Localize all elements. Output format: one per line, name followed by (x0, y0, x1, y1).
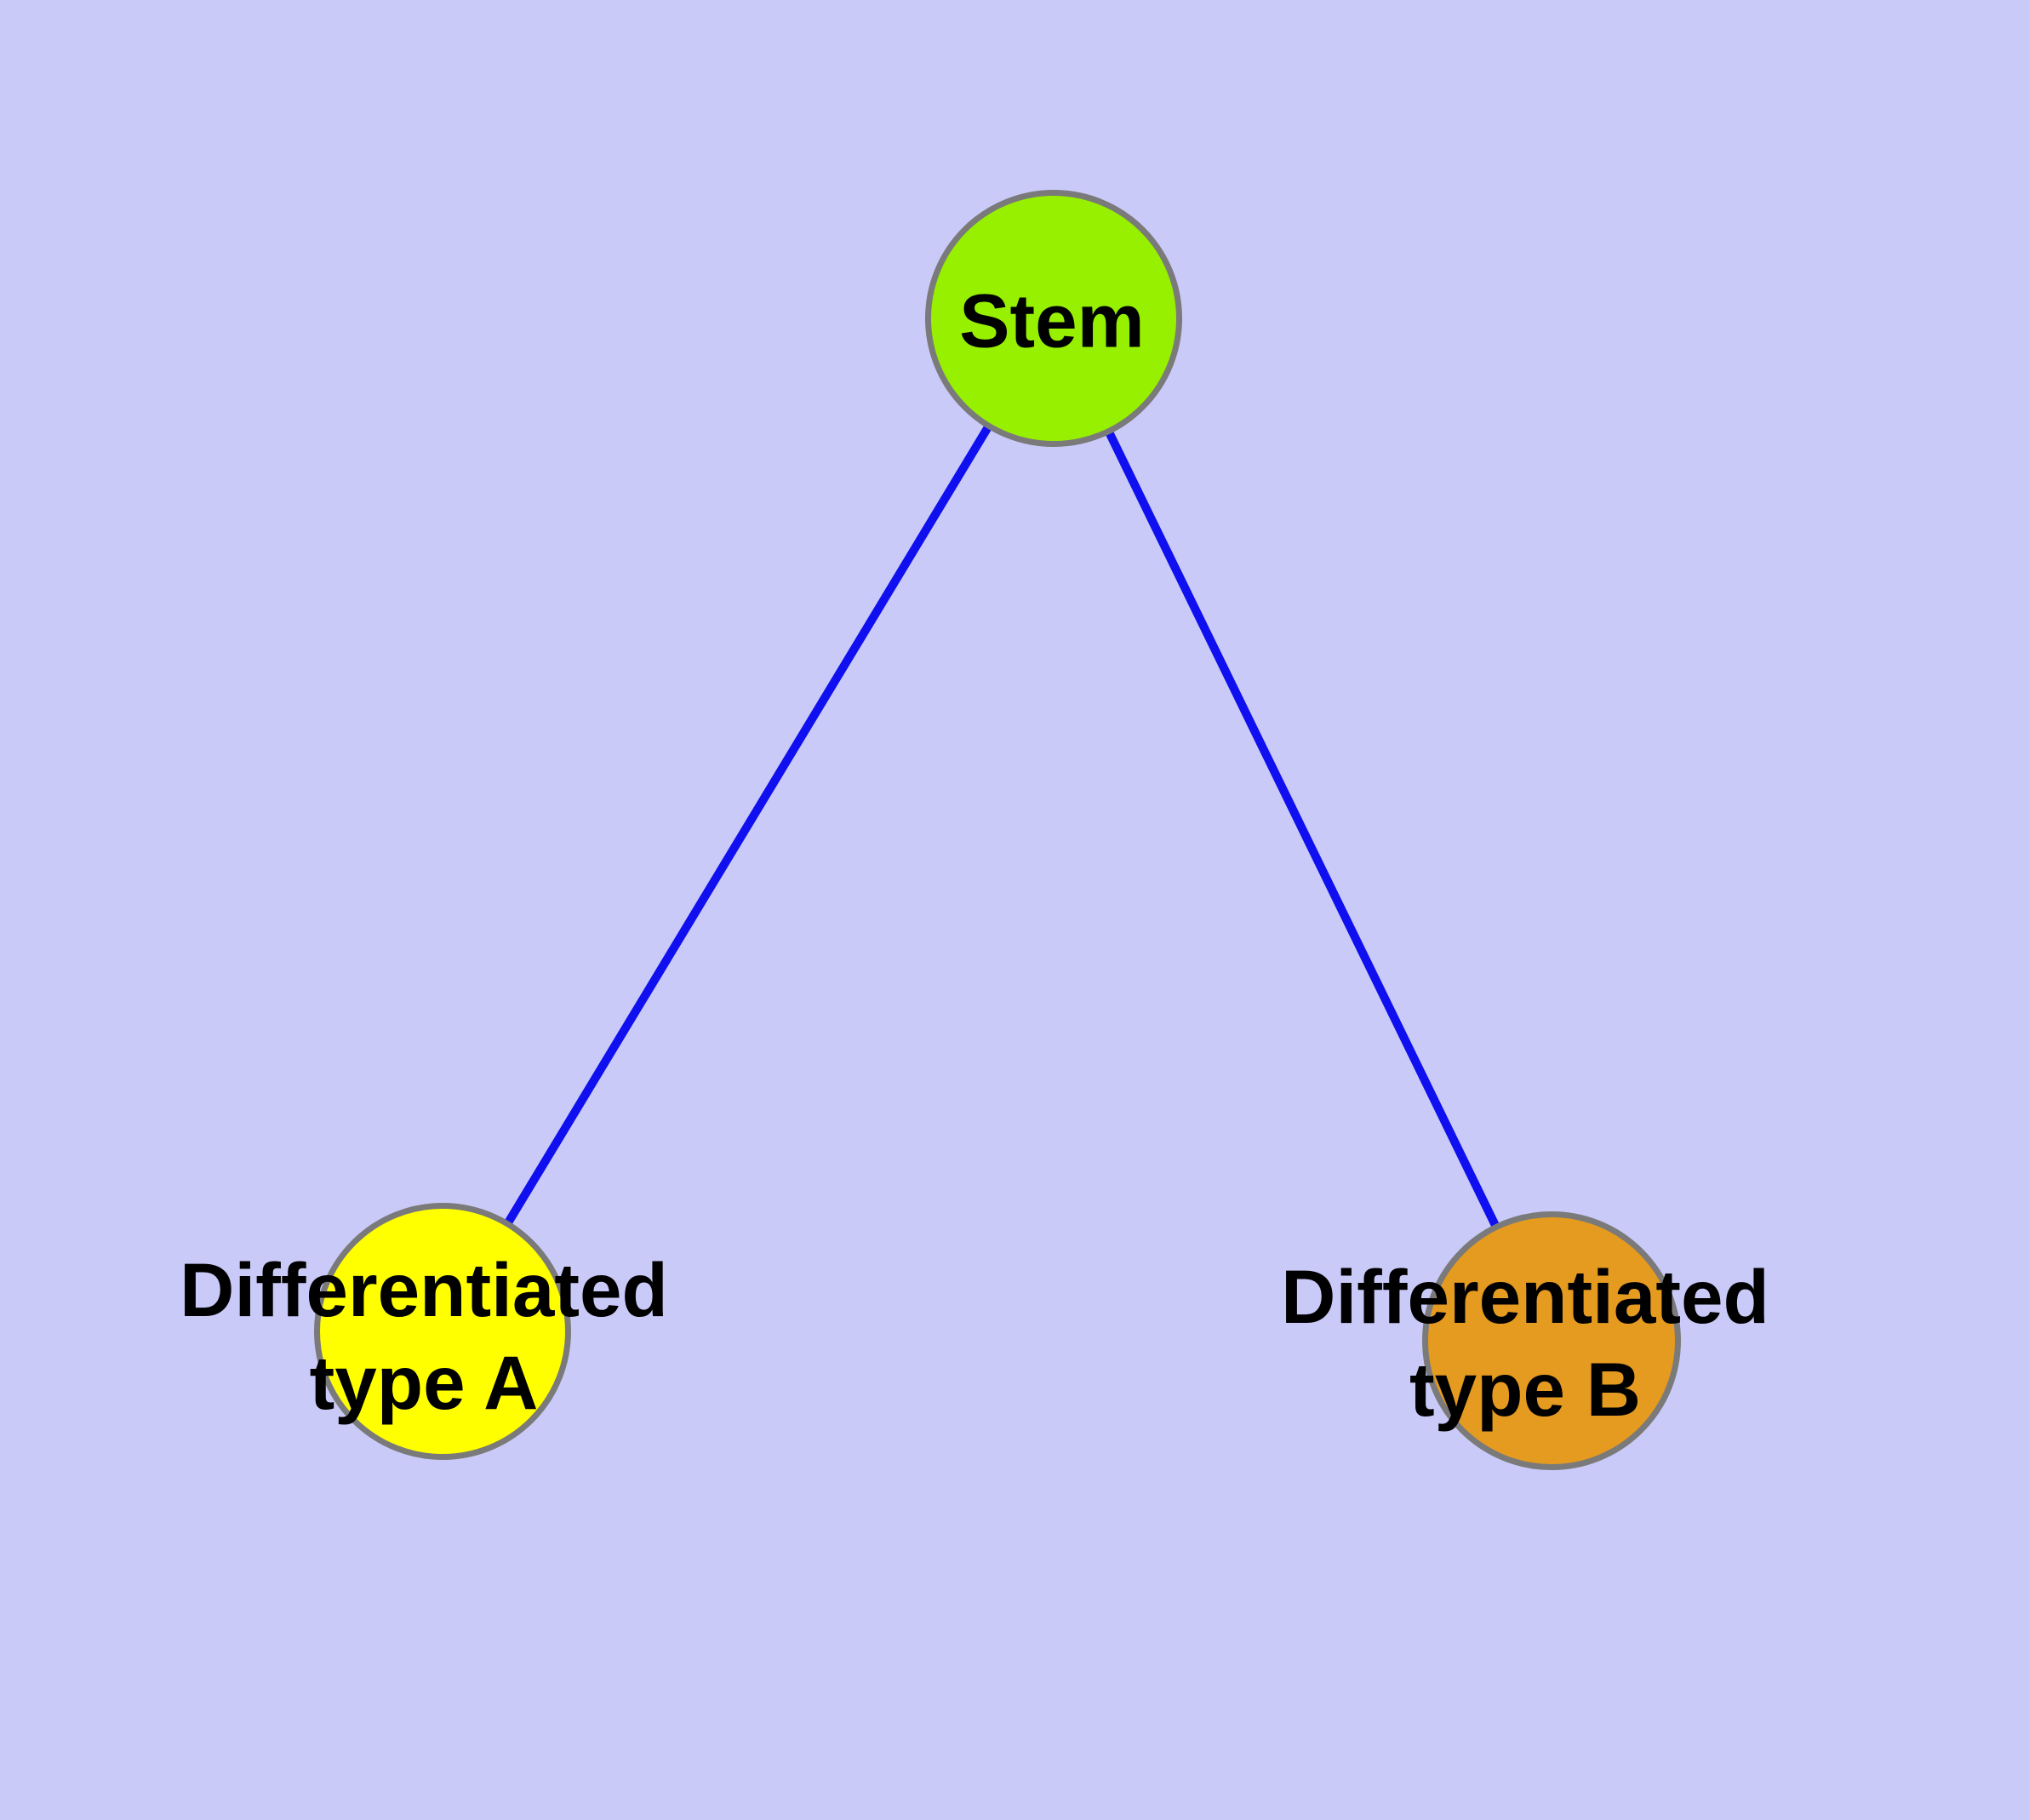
node-label-line-2: type A (309, 1340, 539, 1425)
node-label-line-1: Differentiated (180, 1247, 668, 1332)
node-label-differentiated-type-b: Differentiated type B (1281, 1251, 1769, 1436)
node-differentiated-type-b (1422, 1211, 1681, 1470)
node-label-line-1: Differentiated (1281, 1254, 1769, 1339)
edge-stem-to-differentiated-type-a (438, 316, 1058, 1334)
node-stem (925, 190, 1182, 447)
edge-stem-to-differentiated-type-b (1049, 316, 1556, 1343)
node-label-line-2: type B (1409, 1347, 1641, 1432)
node-differentiated-type-a (314, 1203, 571, 1460)
node-label-differentiated-type-a: Differentiated type A (180, 1244, 668, 1429)
node-label-stem-text: Stem (959, 278, 1145, 363)
node-label-stem: Stem (959, 275, 1145, 368)
